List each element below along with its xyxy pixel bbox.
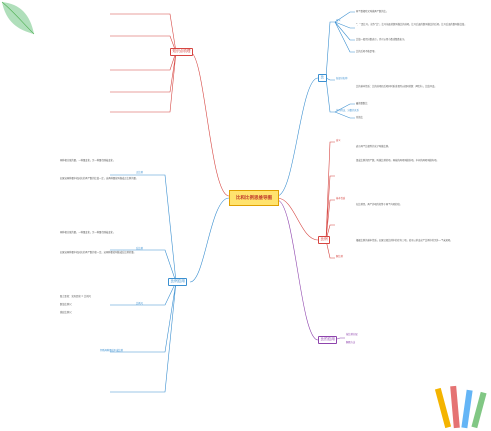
left-note-3: 如果这两种量中相对应的两个数的积一定，这两种量就叫做成反比例的量。 [60,251,136,254]
prop-solve: 解比例 [336,255,343,258]
app-ratio-method: 解题方法 [346,341,356,344]
left-note-1: 如果这两种量中相对应的两个数的比值一定，这两种量就叫做成正比例的量。 [60,177,139,180]
prop-basic-text: 在比例里，两个外项的积等于两个内项的积。 [356,203,402,206]
left-judge: 判断两种量成不成比例 [100,349,123,352]
leaf-decoration [1,1,35,35]
branch-ratio: 比 [318,74,327,82]
ratio-relation: 比与除法、分数的关系 [336,109,359,112]
ratio-parts: 各部分名称 [336,77,348,80]
left-inverse: 反比例 [136,247,143,250]
prop-terms: 组成比例的四个数，叫做比例的项。两端的两项叫做外项，中间的两项叫做内项。 [356,159,439,162]
prop-meaning: 意义 [336,139,341,142]
prop-solve-text: 根据比例的基本性质，如果已知比例中的任何三项，就可以求出这个比例中的另外一个未知… [356,239,453,242]
ratio-fraction: 比值一般用分数表示，也可以用小数或整数表示。 [356,38,407,41]
ratio-meaning: 意义 [336,19,341,22]
pencil-decoration [434,385,487,429]
left-note-5: 数值比例尺 [60,303,72,306]
prop-def: 表示两个比相等的式子叫做比例。 [356,145,391,148]
app-ratio-proportional: 按比例分配 [346,333,358,336]
prop-basic: 基本性质 [336,197,346,200]
left-direct: 正比例 [136,171,143,174]
left-scale: 比例尺 [136,302,143,305]
branch-left-top: 知识点梳理 [170,48,193,56]
center-topic: 比和比例思维导图 [229,190,279,206]
left-note-4: 图上距离：实际距离 = 比例尺 [60,295,91,298]
left-note-0: 两种相关联的量，一种量变化，另一种量也随着变化。 [60,159,116,162]
left-note-2: 两种相关联的量，一种量变化，另一种量也随着变化。 [60,231,116,234]
ratio-basic-prop: 比的基本性质：比的前项和后项同时乘或者除以相同的数（0除外），比值不变。 [356,85,437,88]
branch-proportion-application: 比例应用 [168,278,188,286]
ratio-simplest: 最简整数比 [356,102,368,105]
branch-proportion: 比例 [318,236,331,244]
left-note-6: 线段比例尺 [60,311,72,314]
ratio-simplify: 化简比 [356,116,363,119]
ratio-colon: "：" 是比号，读作"比"，比号前面的数叫做比的前项，比号后面的数叫做比的后项。… [356,23,467,26]
ratio-def: 两个数相除又叫做两个数的比。 [356,10,389,13]
ratio-zero: 比的后项不能是零。 [356,50,377,53]
branch-ratio-application: 比的应用 [318,336,338,344]
